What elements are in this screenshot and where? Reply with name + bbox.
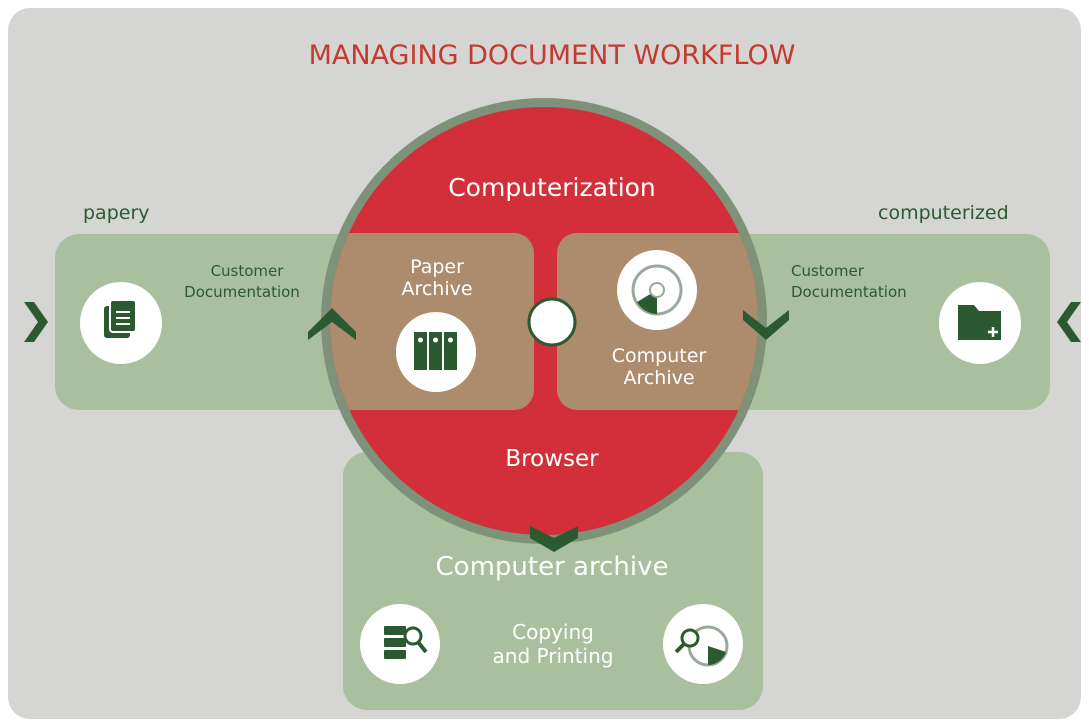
down-chevron-icon <box>743 310 789 340</box>
paper-archive-line1: Paper <box>410 256 464 278</box>
computerized-heading: computerized <box>878 202 1009 224</box>
server-search-icon <box>360 604 440 684</box>
browser-label: Browser <box>505 446 599 472</box>
left-customer-doc-line1: Customer <box>210 262 284 280</box>
computer-archive-heading: Computer archive <box>435 552 669 582</box>
copying-line1: Copying <box>512 620 594 644</box>
binders-icon <box>396 312 476 392</box>
left-chevron-icon <box>24 302 48 342</box>
papery-heading: papery <box>83 202 150 224</box>
computer-archive-line2: Archive <box>623 367 695 389</box>
folder-plus-icon <box>939 282 1021 364</box>
bottom-chevron-icon <box>530 526 578 552</box>
up-chevron-icon <box>308 308 356 340</box>
left-panel <box>55 234 385 410</box>
right-panel <box>705 234 1050 410</box>
right-customer-doc-line1: Customer <box>791 262 864 280</box>
left-customer-doc-line2: Documentation <box>184 283 300 301</box>
right-customer-doc-line2: Documentation <box>791 283 907 301</box>
disc-search-icon <box>663 604 743 684</box>
computer-archive-line1: Computer <box>611 345 707 367</box>
documents-icon <box>80 282 162 364</box>
page-title: MANAGING DOCUMENT WORKFLOW <box>308 40 796 71</box>
paper-archive-line2: Archive <box>401 278 473 300</box>
right-chevron-icon <box>1057 302 1081 342</box>
disc-icon <box>617 250 697 330</box>
copying-line2: and Printing <box>492 644 614 668</box>
computerization-label: Computerization <box>448 173 656 202</box>
center-node <box>527 297 577 347</box>
